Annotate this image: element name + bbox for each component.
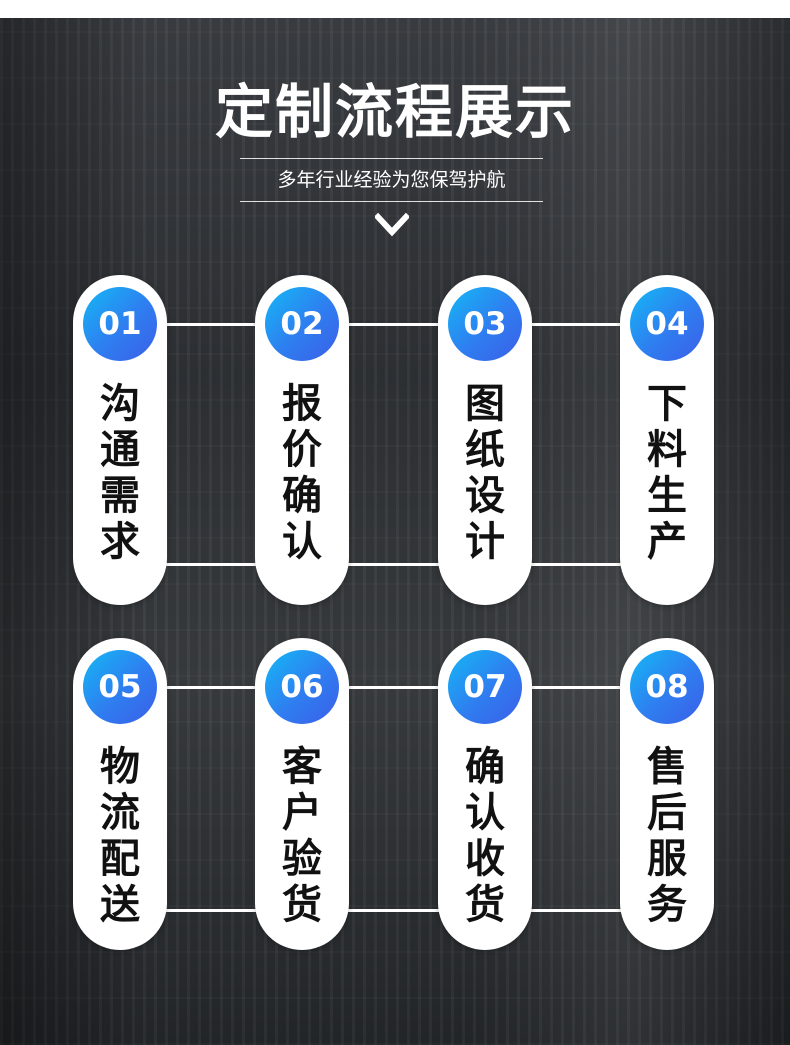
page-subtitle: 多年行业经验为您保驾护航	[240, 159, 543, 201]
step-label: 物流配送	[73, 744, 167, 928]
step-label: 下料生产	[620, 381, 714, 565]
connector-line-bottom	[120, 563, 668, 566]
step-label: 图纸设计	[438, 381, 532, 565]
step-card: 04 下料生产	[620, 275, 714, 605]
step-card: 05 物流配送	[73, 638, 167, 950]
step-card: 01 沟通需求	[73, 275, 167, 605]
step-card: 06 客户验货	[255, 638, 349, 950]
step-number-badge: 08	[630, 650, 704, 724]
process-row-2: 05 物流配送 06 客户验货 07 确认收货 08 售后服务	[0, 638, 790, 968]
step-label: 售后服务	[620, 744, 714, 928]
step-card: 02 报价确认	[255, 275, 349, 605]
step-card: 03 图纸设计	[438, 275, 532, 605]
step-label: 沟通需求	[73, 381, 167, 565]
process-row-1: 01 沟通需求 02 报价确认 03 图纸设计 04 下料生产	[0, 275, 790, 605]
step-label: 确认收货	[438, 744, 532, 928]
step-card: 08 售后服务	[620, 638, 714, 950]
connector-line-bottom	[120, 909, 668, 912]
step-label: 客户验货	[255, 744, 349, 928]
step-number-badge: 07	[448, 650, 522, 724]
step-number-badge: 03	[448, 287, 522, 361]
connector-line-top	[120, 686, 668, 689]
step-number-badge: 06	[265, 650, 339, 724]
step-label: 报价确认	[255, 381, 349, 565]
step-number-badge: 02	[265, 287, 339, 361]
page-title: 定制流程展示	[0, 72, 790, 152]
step-number-badge: 05	[83, 650, 157, 724]
chevron-down-icon	[375, 212, 409, 238]
connector-line-top	[120, 323, 668, 326]
step-number-badge: 04	[630, 287, 704, 361]
step-number-badge: 01	[83, 287, 157, 361]
step-card: 07 确认收货	[438, 638, 532, 950]
subtitle-frame: 多年行业经验为您保驾护航	[240, 158, 543, 202]
